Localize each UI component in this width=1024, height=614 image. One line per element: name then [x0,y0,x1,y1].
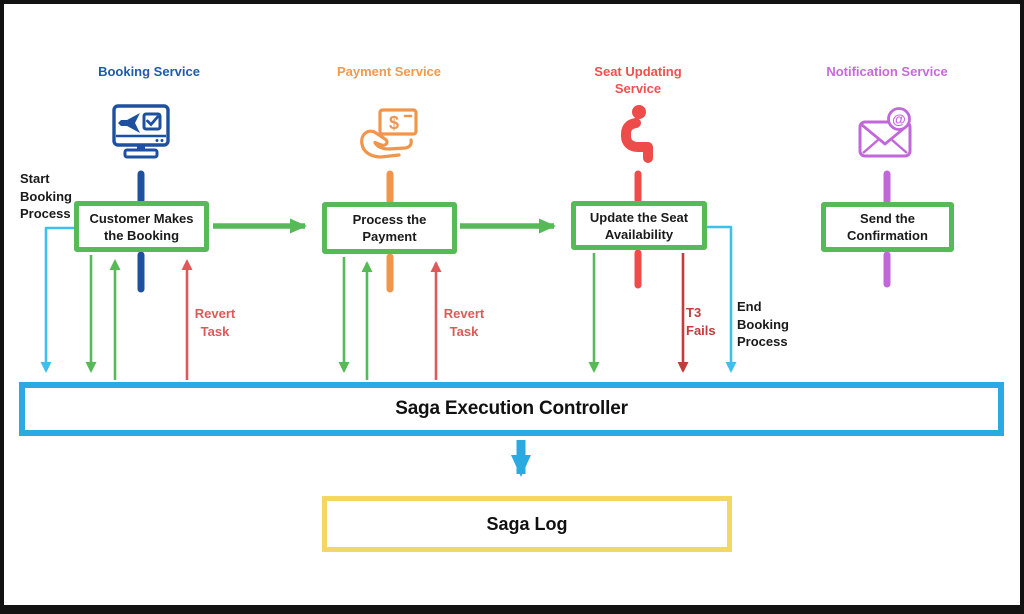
saga-log-box: Saga Log [322,496,732,552]
task-box-booking: Customer Makes the Booking [74,201,209,252]
svg-text:$: $ [389,113,399,133]
task-label-seat: Update the Seat Availability [589,209,689,242]
task-box-notification: Send the Confirmation [821,202,954,252]
saga-execution-controller-label: Saga Execution Controller [395,398,628,419]
arrow-end-booking-process [707,225,737,373]
task-box-seat: Update the Seat Availability [571,201,707,250]
saga-execution-controller-box: Saga Execution Controller [19,382,1004,436]
label-t3-fails: T3 Fails [686,305,716,338]
service-title-booking: Booking Service [98,64,200,79]
svg-text:@: @ [892,111,906,127]
monitor-plane-icon [108,103,174,170]
seated-person-icon [616,104,662,169]
arrow-start-booking-process [40,226,74,373]
task-box-payment: Process the Payment [322,202,457,254]
label-revert-task-payment: Revert Task [443,306,485,339]
task-label-payment: Process the Payment [352,212,427,244]
service-title-seat: Seat Updating Service [594,64,682,96]
label-revert-task-booking: Revert Task [194,306,236,339]
task-label-booking: Customer Makes the Booking [89,210,194,243]
connector-layer [40,170,891,477]
label-end-booking-process: End Booking Process [737,299,789,349]
service-title-payment: Payment Service [336,64,442,79]
label-start-booking-process: Start Booking Process [20,171,72,221]
hand-money-icon: $ [355,105,423,168]
task-label-notification: Send the Confirmation [847,211,928,243]
email-at-icon: @ [855,106,919,167]
saga-log-label: Saga Log [486,513,568,534]
service-title-notification: Notification Service [826,64,948,79]
